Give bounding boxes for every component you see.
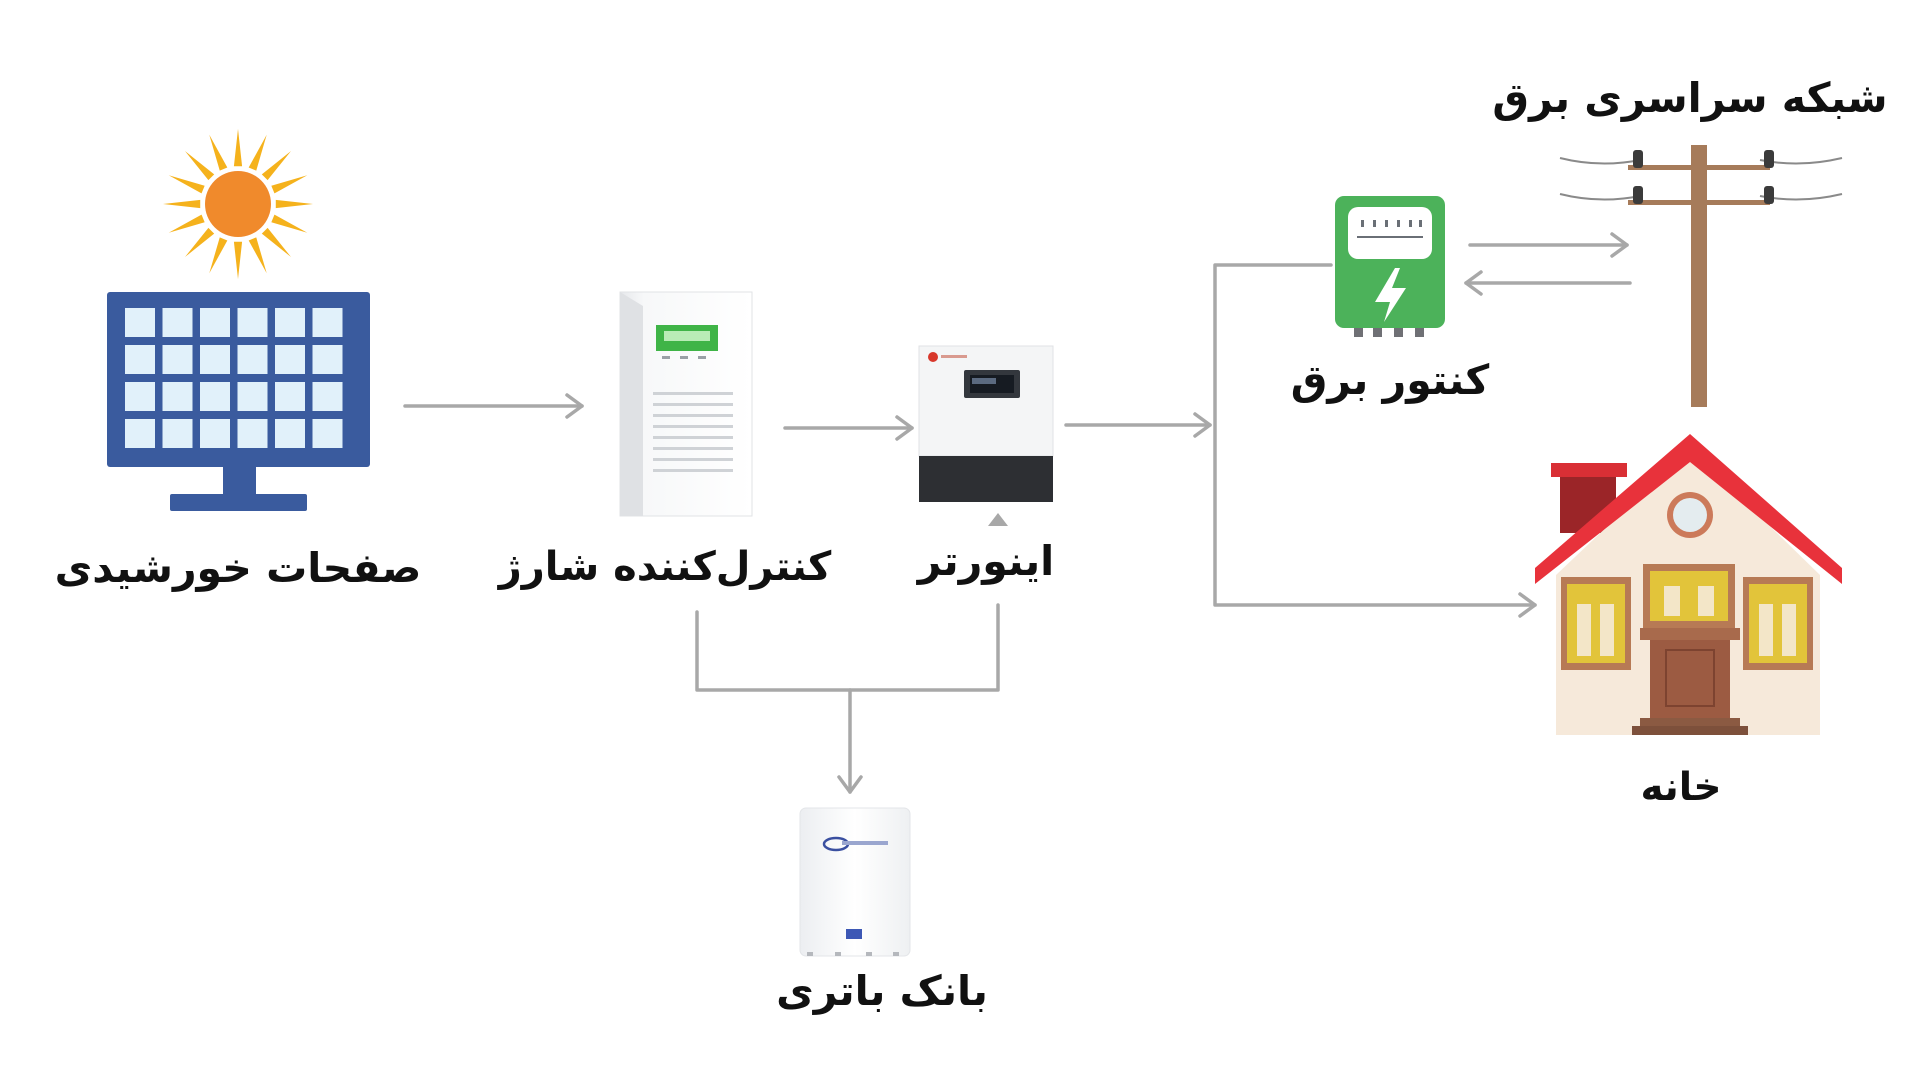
house-icon	[1535, 434, 1842, 735]
sun-ray	[163, 199, 201, 209]
battery-icon	[799, 807, 911, 957]
sun-ray	[261, 150, 292, 181]
panel-cell	[312, 419, 343, 448]
panel-cell	[312, 382, 343, 411]
arrow-meter-to-grid	[1468, 232, 1629, 258]
panel-cell	[312, 308, 343, 337]
label-solar-panels: صفحات خورشیدی	[55, 544, 422, 592]
sun-ray	[248, 237, 267, 274]
sun-ray	[209, 237, 228, 274]
sun-ray	[233, 241, 243, 279]
panel-cell	[275, 419, 305, 448]
panel-cell	[237, 308, 268, 337]
connectors	[403, 232, 1632, 794]
arrow-solar-to-controller	[403, 393, 584, 419]
panel-cell	[162, 308, 193, 337]
panel-cell	[275, 345, 305, 374]
line-junction-to-meter	[1213, 263, 1537, 618]
sun-ray	[184, 227, 215, 258]
panel-cell	[275, 382, 305, 411]
sun-ray	[168, 214, 205, 233]
solar-panel-icon	[107, 292, 370, 511]
panel-cell	[237, 419, 268, 448]
sun-ray	[261, 227, 292, 258]
arrow-grid-to-meter	[1464, 270, 1632, 296]
panel-cell	[162, 345, 193, 374]
utility-pole-icon	[1559, 145, 1843, 407]
sun-ray	[184, 150, 215, 181]
sun-ray	[275, 199, 313, 209]
sun-ray	[248, 134, 267, 171]
panel-cell	[125, 308, 155, 337]
panel-cell	[125, 345, 155, 374]
sun-ray	[271, 214, 308, 233]
label-house: خانه	[1640, 765, 1721, 810]
sun-ray	[233, 129, 243, 167]
inverter-icon	[918, 345, 1054, 502]
sun-ray	[271, 175, 308, 194]
panel-cell	[125, 419, 155, 448]
charge-controller-icon	[619, 291, 753, 517]
panel-cell	[200, 345, 230, 374]
arrow-controller-to-inverter	[783, 415, 914, 441]
inverter-small-triangle	[988, 513, 1008, 526]
sun-ray	[168, 175, 205, 194]
panel-cell	[162, 382, 193, 411]
label-charge-controller: کنترل‌کننده شارژ	[497, 544, 832, 590]
panel-cell	[237, 382, 268, 411]
panel-cell	[200, 308, 230, 337]
sun-ray	[209, 134, 228, 171]
label-electricity-meter: کنتور برق	[1291, 356, 1490, 404]
label-national-grid: شبکه سراسری برق	[1492, 74, 1887, 122]
panel-cell	[200, 419, 230, 448]
panel-cell	[312, 345, 343, 374]
panel-cell	[275, 308, 305, 337]
sun-icon	[163, 129, 313, 279]
panel-cell	[162, 419, 193, 448]
panel-cell	[125, 382, 155, 411]
label-battery-bank: بانک باتری	[776, 967, 988, 1015]
panel-cell	[200, 382, 230, 411]
house-windows	[1561, 564, 1813, 670]
electricity-meter-icon	[1335, 196, 1445, 337]
label-inverter: اینورتر	[916, 537, 1054, 585]
line-to-battery	[695, 603, 1000, 794]
arrow-inverter-to-junction	[1064, 412, 1212, 438]
panel-cell	[237, 345, 268, 374]
